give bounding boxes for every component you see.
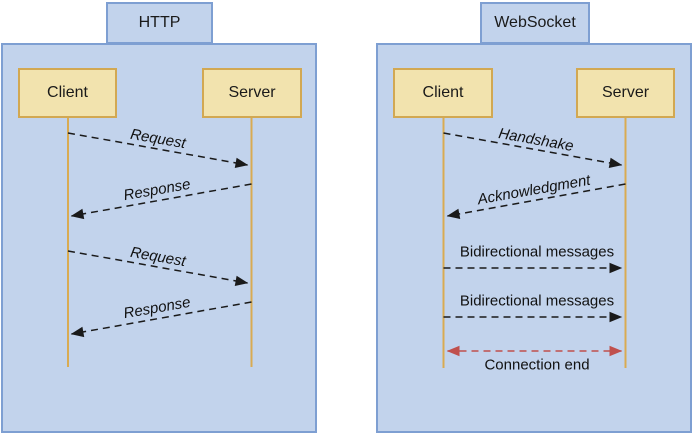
websocket-client-box: Client xyxy=(393,68,493,118)
http-client-label: Client xyxy=(47,84,88,101)
websocket-title-box: WebSocket xyxy=(480,2,590,44)
http-request-2-arrow xyxy=(67,250,249,287)
http-response-1-arrow xyxy=(70,183,252,220)
websocket-server-label: Server xyxy=(601,84,650,101)
websocket-title: WebSocket xyxy=(494,14,576,31)
websocket-client-label: Client xyxy=(422,84,464,101)
http-server-label: Server xyxy=(228,84,276,101)
http-client-box: Client xyxy=(18,68,117,118)
websocket-bidirectional-2-label: Bidirectional messages xyxy=(459,292,615,310)
http-title-box: HTTP xyxy=(106,2,213,44)
http-title: HTTP xyxy=(138,14,181,31)
http-response-2-arrow xyxy=(70,301,252,338)
websocket-acknowledgment-arrow xyxy=(446,183,626,220)
websocket-server-box: Server xyxy=(576,68,675,118)
http-server-box: Server xyxy=(202,68,302,118)
websocket-handshake-arrow xyxy=(443,132,623,169)
http-request-1-arrow xyxy=(67,132,249,169)
websocket-bidirectional-1-label: Bidirectional messages xyxy=(459,243,615,261)
websocket-connection-end-label: Connection end xyxy=(484,356,590,374)
